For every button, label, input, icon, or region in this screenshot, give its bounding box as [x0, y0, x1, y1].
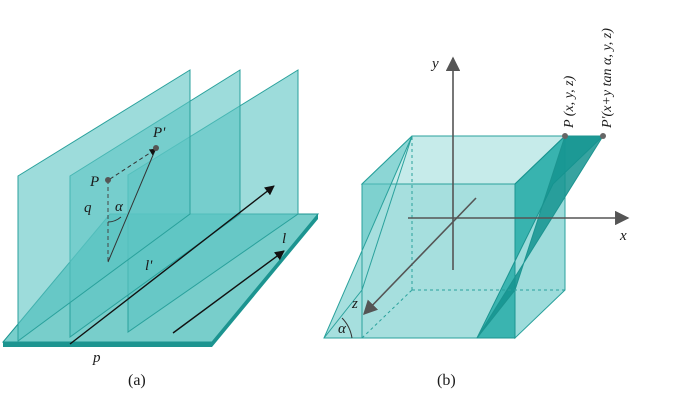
- label-y: y: [430, 56, 439, 72]
- caption-b: (b): [437, 372, 456, 389]
- label-q: q: [84, 200, 92, 216]
- shear-line-left-2: [323, 289, 363, 339]
- label-l: l: [282, 231, 286, 247]
- label-point-p-prime: P'(x+y tan α, y, z): [600, 28, 615, 129]
- label-x: x: [619, 228, 627, 244]
- point-p-b: [562, 133, 568, 139]
- z-axis: [362, 197, 477, 316]
- shear-line-left-1: [361, 135, 413, 291]
- angle-alpha-arc: [107, 216, 122, 223]
- panel-a: P P' q α l' l p (a): [1, 69, 320, 389]
- vertical-plane-front: [17, 69, 191, 342]
- base-plane-edge: [3, 342, 212, 347]
- label-l-prime: l': [145, 258, 153, 274]
- label-p-plane: p: [92, 350, 101, 366]
- label-alpha-a: α: [115, 199, 124, 215]
- shear-wedge-left: [323, 135, 413, 339]
- angle-alpha-arc-b: [341, 317, 353, 339]
- caption-a: (a): [128, 372, 146, 389]
- point-p-prime-b: [600, 133, 606, 139]
- label-z: z: [351, 296, 358, 312]
- label-p-prime: P': [152, 125, 166, 141]
- base-plane-side: [212, 214, 318, 347]
- line-l-prime: [69, 185, 275, 345]
- arrow-p-to-p-prime: [109, 148, 157, 180]
- line-l: [172, 250, 285, 334]
- line-slanted: [107, 147, 157, 263]
- point-p: [105, 177, 111, 183]
- label-alpha-b: α: [338, 321, 347, 337]
- label-p: P: [89, 174, 99, 190]
- panel-b: y x z α P (x, y, z) P'(x+y tan α, y, z) …: [323, 28, 630, 389]
- label-point-p: P (x, y, z): [562, 75, 577, 129]
- point-p-prime: [153, 145, 159, 151]
